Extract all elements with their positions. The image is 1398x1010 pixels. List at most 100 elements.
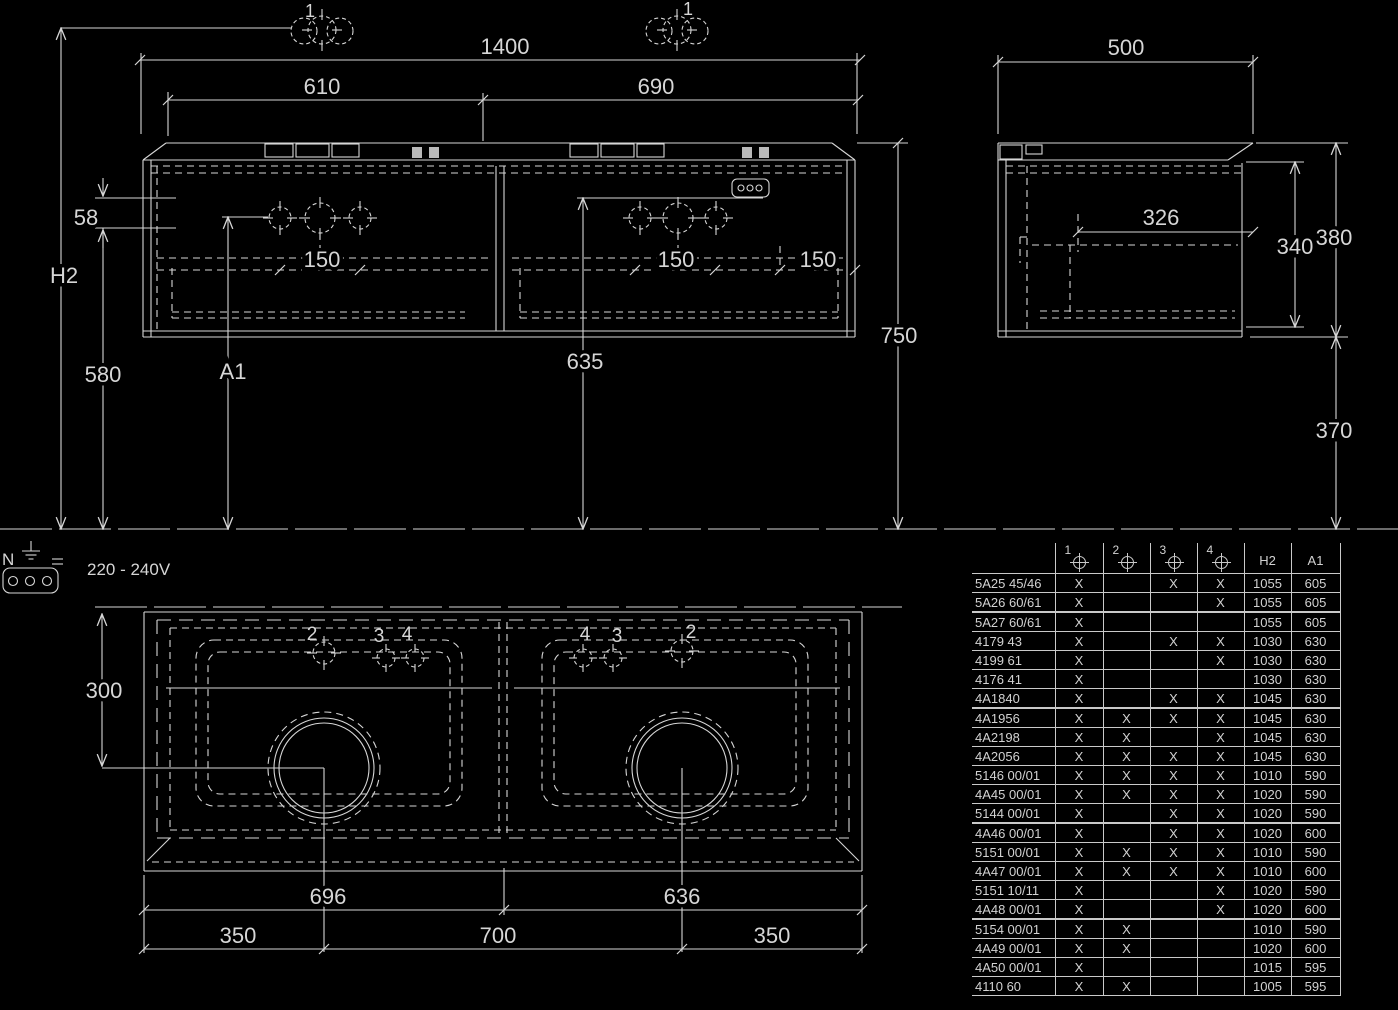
mark-cell: X	[1054, 803, 1103, 824]
mark-cell	[1196, 612, 1244, 632]
dim-350-right: 350	[754, 923, 791, 948]
dim-300: 300	[86, 678, 123, 703]
socket-icon	[2, 567, 59, 594]
dim-580: 580	[85, 362, 122, 387]
mark-cell: X	[1054, 669, 1103, 689]
mark-cell: X	[1149, 842, 1197, 862]
h2-cell: 1020	[1243, 899, 1291, 920]
plan-hole-label-4-left: 4	[402, 624, 413, 645]
dim-696: 696	[310, 884, 347, 909]
col-header-hole-1: 1	[1054, 543, 1103, 574]
mark-cell: X	[1054, 842, 1103, 862]
table-header-row: 1 2 3 4 H2 A1	[972, 543, 1341, 574]
model-cell: 4199 61	[972, 650, 1055, 670]
h2-cell: 1030	[1243, 650, 1291, 670]
mark-cell	[1149, 919, 1197, 939]
a1-cell: 600	[1290, 861, 1341, 881]
mark-cell: X	[1054, 650, 1103, 670]
a1-header-label: A1	[1307, 553, 1324, 568]
corner-cell	[972, 543, 1055, 574]
model-cell: 4176 41	[972, 669, 1055, 689]
model-cell: 5154 00/01	[972, 919, 1055, 939]
mark-cell: X	[1196, 727, 1244, 747]
a1-cell: 600	[1290, 899, 1341, 920]
dim-340: 340	[1277, 234, 1314, 259]
mark-cell: X	[1196, 592, 1244, 613]
neutral-label: N	[2, 550, 14, 569]
tap-blocks	[264, 143, 769, 158]
cabinet-side-outline	[997, 142, 1254, 338]
h2-cell: 1030	[1243, 669, 1291, 689]
a1-cell: 595	[1290, 976, 1341, 996]
mark-cell	[1196, 976, 1244, 996]
a1-cell: 630	[1290, 650, 1341, 670]
mark-cell	[1102, 573, 1150, 593]
dim-58: 58	[74, 205, 98, 230]
model-cell: 4A2198	[972, 727, 1055, 747]
a1-cell: 590	[1290, 880, 1341, 900]
plan-hole-label-2-left: 2	[307, 624, 318, 645]
mark-cell: X	[1054, 899, 1103, 920]
mark-cell	[1102, 899, 1150, 920]
dim-150-mid: 150	[658, 247, 695, 272]
drain-holes	[267, 711, 739, 825]
drill-hole-icon	[1211, 553, 1231, 572]
h2-header-label: H2	[1259, 553, 1276, 568]
col-header-hole-2: 2	[1102, 543, 1150, 574]
a1-cell: 630	[1290, 688, 1341, 709]
mark-cell: X	[1054, 612, 1103, 632]
a1-cell: 590	[1290, 842, 1341, 862]
mark-cell	[1102, 669, 1150, 689]
a1-cell: 605	[1290, 573, 1341, 593]
h2-cell: 1020	[1243, 938, 1291, 958]
dim-150-right: 150	[800, 247, 837, 272]
mark-cell: X	[1196, 861, 1244, 881]
tap-hole-group-icon-left: 1	[290, 1, 354, 51]
a1-cell: 590	[1290, 919, 1341, 939]
mark-cell: X	[1054, 746, 1103, 766]
col-header-hole-3: 3	[1149, 543, 1197, 574]
h2-cell: 1055	[1243, 592, 1291, 613]
model-cell: 4A47 00/01	[972, 861, 1055, 881]
mark-cell: X	[1102, 727, 1150, 747]
power-supply: N 220 - 240V	[2, 541, 171, 594]
mark-cell: X	[1054, 880, 1103, 900]
mark-cell	[1102, 650, 1150, 670]
plan-hole-label-3-left: 3	[374, 626, 385, 647]
mark-cell: X	[1102, 746, 1150, 766]
h2-cell: 1045	[1243, 746, 1291, 766]
a1-cell: 630	[1290, 669, 1341, 689]
model-cell: 5151 00/01	[972, 842, 1055, 862]
col-4-number: 4	[1206, 543, 1214, 557]
mark-cell: X	[1054, 784, 1103, 804]
mark-cell: X	[1054, 957, 1103, 977]
h2-cell: 1020	[1243, 784, 1291, 804]
mark-cell	[1102, 688, 1150, 709]
model-cell: 4A46 00/01	[972, 823, 1055, 843]
mark-cell	[1149, 612, 1197, 632]
mark-cell: X	[1149, 688, 1197, 709]
mark-cell: X	[1054, 688, 1103, 709]
model-cell: 5A27 60/61	[972, 612, 1055, 632]
h2-cell: 1045	[1243, 708, 1291, 728]
plan-view: 2 3 4 4 3 2 300 696 636 350 700 350	[82, 606, 902, 955]
model-cell: 5A26 60/61	[972, 592, 1055, 613]
mark-cell: X	[1054, 919, 1103, 939]
mark-cell	[1149, 727, 1197, 747]
a1-cell: 630	[1290, 708, 1341, 728]
a1-cell: 590	[1290, 784, 1341, 804]
dim-380: 380	[1316, 225, 1353, 250]
a1-cell: 605	[1290, 592, 1341, 613]
h2-cell: 1020	[1243, 803, 1291, 824]
dim-636: 636	[664, 884, 701, 909]
